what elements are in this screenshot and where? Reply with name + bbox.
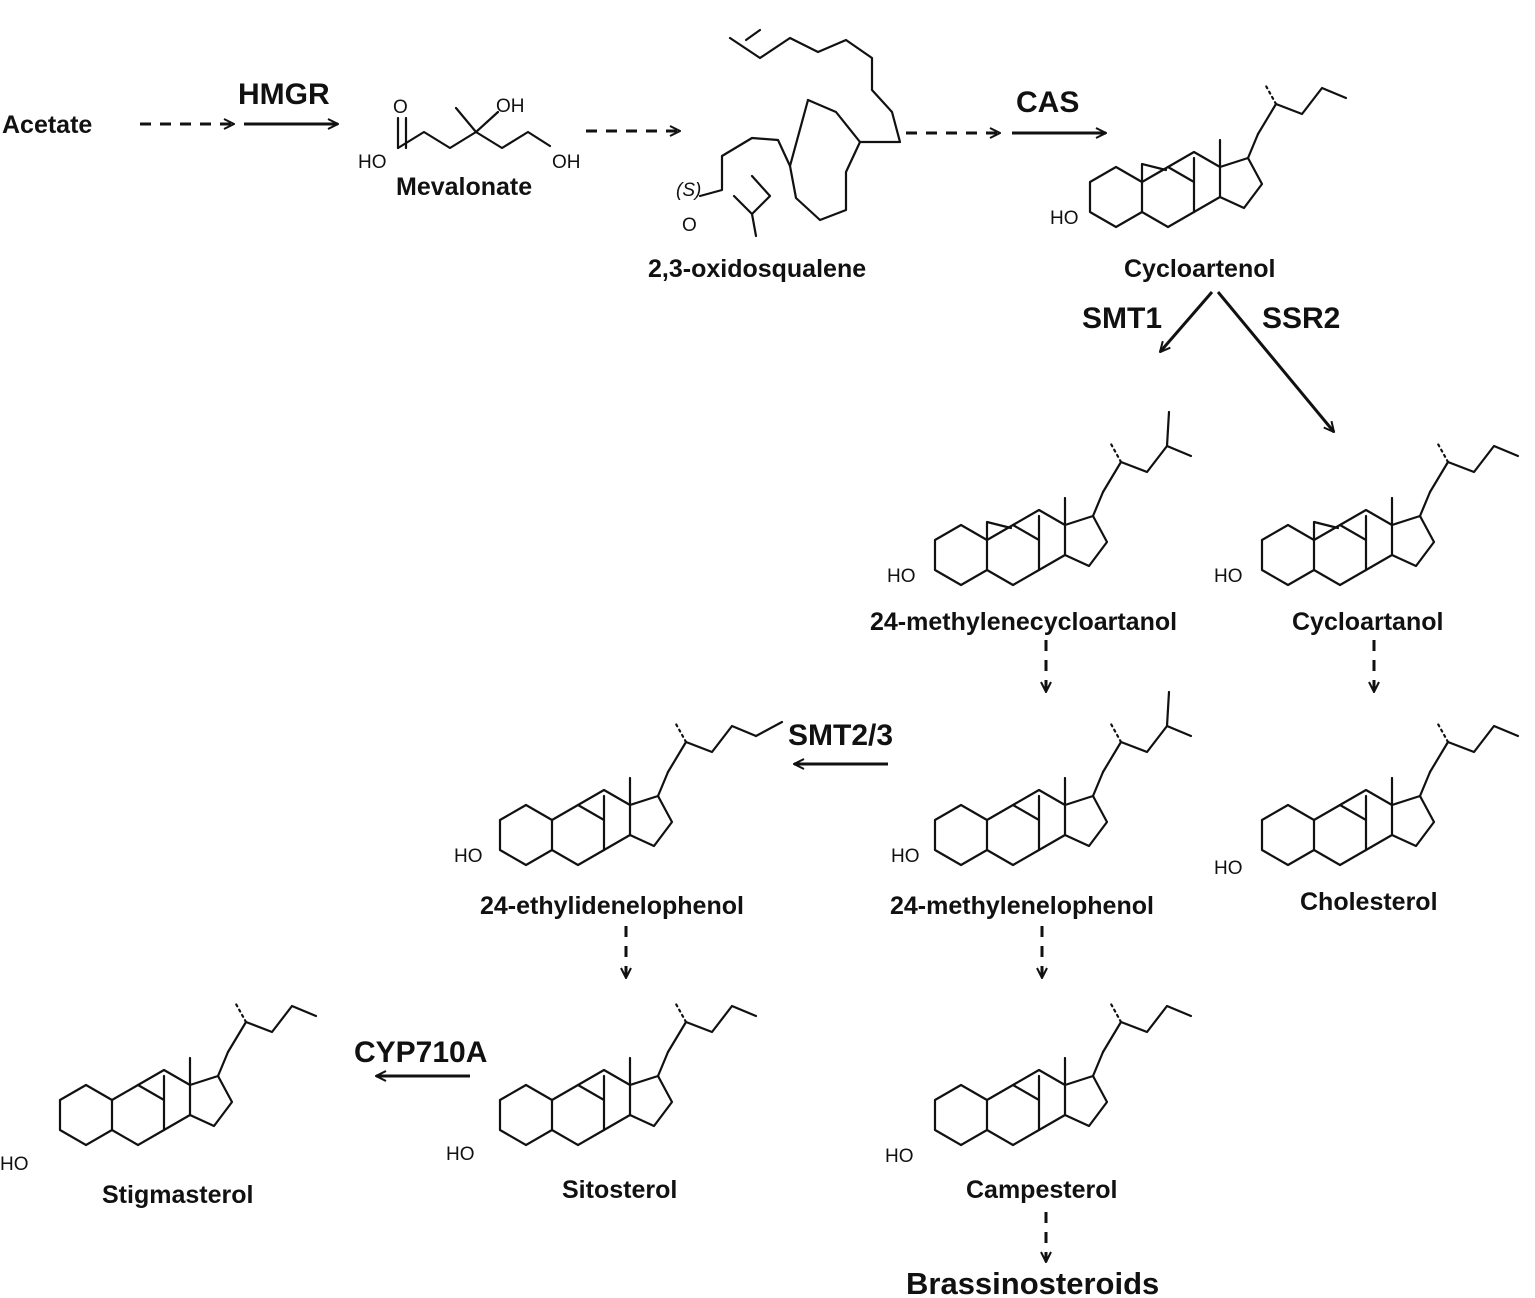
enzyme-smt23: SMT2/3	[788, 719, 893, 752]
structure-sitosterol: HO	[446, 1002, 758, 1165]
compound-cycloartenol: Cycloartenol	[1124, 255, 1275, 283]
structure-stigmasterol: HO	[0, 1002, 318, 1175]
mevalonate-acid-ho: HO	[358, 152, 387, 173]
structure-ethylidenelophenol: HO	[454, 720, 784, 867]
enzyme-hmgr: HMGR	[238, 78, 330, 111]
structure-methylenecycloartanol: HO	[887, 410, 1193, 587]
compound-campesterol: Campesterol	[966, 1176, 1117, 1204]
mevalonate-oh-primary: OH	[552, 152, 581, 173]
enzyme-cyp710a: CYP710A	[354, 1036, 487, 1069]
mevalonate-carbonyl-o: O	[393, 97, 408, 118]
cycloartanol-ho: HO	[1214, 566, 1243, 587]
structure-oxidosqualene: O (S)	[676, 28, 902, 238]
compound-acetate: Acetate	[2, 111, 92, 139]
structure-cycloartanol: HO	[1214, 442, 1520, 587]
methylenelophenol-ho: HO	[891, 846, 920, 867]
mevalonate-oh-tertiary: OH	[496, 96, 525, 117]
structure-mevalonate: O OH HO OH	[358, 96, 581, 173]
enzyme-smt1: SMT1	[1082, 302, 1162, 335]
enzyme-ssr2: SSR2	[1262, 302, 1340, 335]
compound-mevalonate: Mevalonate	[396, 173, 532, 201]
cholesterol-ho: HO	[1214, 858, 1243, 879]
compound-sitosterol: Sitosterol	[562, 1176, 677, 1204]
structure-cholesterol: HO	[1214, 722, 1520, 879]
enzyme-cas: CAS	[1016, 86, 1079, 119]
compound-methylenelophenol: 24-methylenelophenol	[890, 892, 1154, 920]
ethylidenelophenol-ho: HO	[454, 846, 483, 867]
arrow-smt1	[1160, 291, 1214, 352]
structure-campesterol: HO	[885, 1002, 1193, 1167]
campesterol-ho: HO	[885, 1146, 914, 1167]
structure-cycloartenol: HO	[1050, 84, 1348, 229]
compound-cholesterol: Cholesterol	[1300, 888, 1438, 916]
compound-stigmasterol: Stigmasterol	[102, 1181, 253, 1209]
compound-methylenecycloartanol: 24-methylenecycloartanol	[870, 608, 1177, 636]
structure-methylenelophenol: HO	[891, 690, 1193, 867]
oxidosqualene-stereo-label: (S)	[676, 180, 701, 201]
cycloartenol-ho: HO	[1050, 208, 1079, 229]
oxidosqualene-epoxide-o: O	[682, 215, 697, 236]
compound-brassinosteroids: Brassinosteroids	[906, 1266, 1159, 1298]
compound-ethylidenelophenol: 24-ethylidenelophenol	[480, 892, 744, 920]
compound-cycloartanol: Cycloartanol	[1292, 608, 1443, 636]
arrow-ssr2	[1216, 291, 1334, 432]
methylenecycloartanol-ho: HO	[887, 566, 916, 587]
sitosterol-ho: HO	[446, 1144, 475, 1165]
stigmasterol-ho: HO	[0, 1154, 29, 1175]
compound-oxidosqualene: 2,3-oxidosqualene	[648, 255, 866, 283]
